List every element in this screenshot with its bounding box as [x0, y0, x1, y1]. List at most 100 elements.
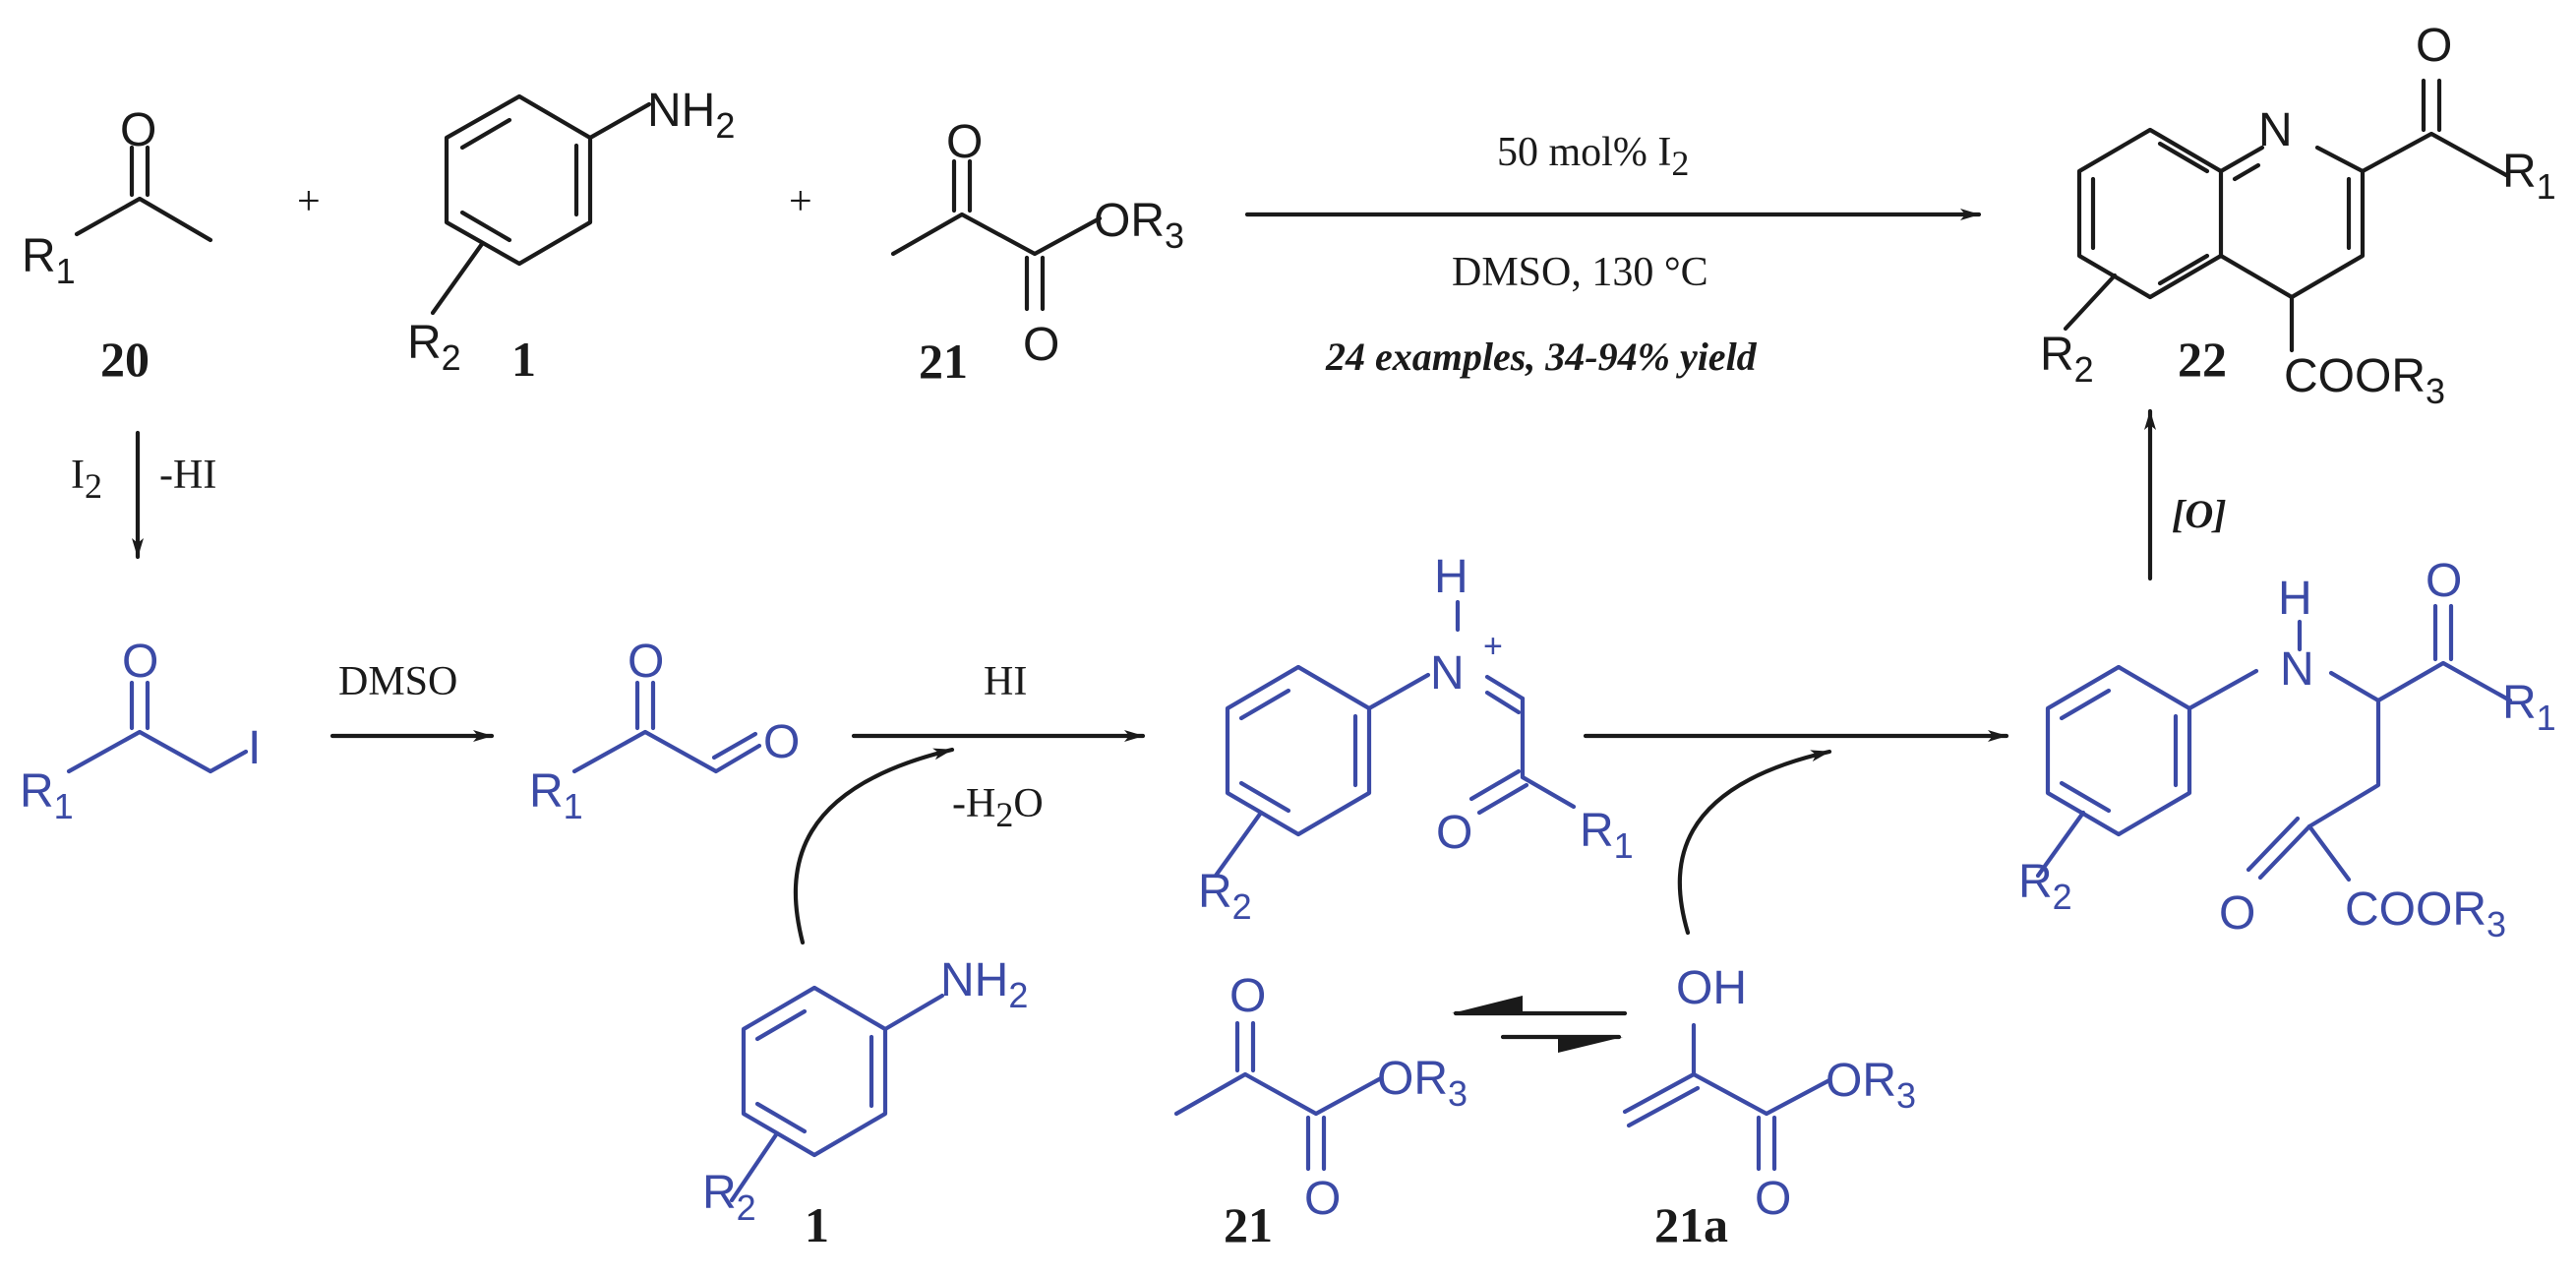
- r2-iminium-subscript: 2: [1232, 886, 1252, 927]
- atom-o-glyoxal-1: O: [628, 636, 664, 688]
- atom-o-glyoxal-2: O: [763, 716, 800, 768]
- r1-subscript: 1: [56, 251, 76, 291]
- coor3-adduct-subscript: 3: [2486, 904, 2506, 944]
- compound-label-21a: 21a: [1654, 1197, 1728, 1252]
- compound-21a-structure: OH O OR3 21a: [1622, 962, 1916, 1252]
- atom-nh2: NH: [647, 85, 715, 137]
- atom-o-keto: O: [946, 116, 983, 168]
- atom-or3-enol: OR: [1826, 1055, 1896, 1107]
- atom-n-iminium: N: [1430, 647, 1465, 700]
- dmso-label: DMSO: [338, 659, 457, 704]
- or3-enol-subscript: 3: [1896, 1075, 1916, 1116]
- atom-oh-enol: OH: [1676, 962, 1747, 1014]
- svg-text:R1: R1: [2502, 677, 2556, 738]
- svg-text:NH2: NH2: [647, 85, 735, 146]
- atom-r1-iminium: R: [1580, 805, 1614, 857]
- compound-21-top-structure: O O OR3 21: [890, 116, 1184, 389]
- svg-text:OR3: OR3: [1377, 1053, 1468, 1114]
- atom-r2-adduct: R: [2018, 856, 2053, 908]
- atom-r1-glyoxal: R: [529, 765, 564, 818]
- svg-text:50 mol% I2: 50 mol% I2: [1497, 130, 1689, 183]
- compound-1-top-structure: NH2 R2 1: [407, 85, 735, 387]
- nh2-bottom-subscript: 2: [1008, 975, 1028, 1015]
- r2-adduct-subscript: 2: [2053, 877, 2072, 917]
- compound-1-bottom-structure: NH2 R2 1: [702, 954, 1028, 1252]
- r1-iodoketone-subscript: 1: [54, 786, 74, 826]
- r1-adduct-subscript: 1: [2537, 698, 2556, 738]
- aniline-attack-curved-arrow: [793, 747, 955, 945]
- tautomer-equilibrium-arrows: [1452, 996, 1628, 1053]
- atom-r1-iodoketone: R: [20, 765, 54, 818]
- svg-text:R2: R2: [407, 317, 461, 378]
- svg-text:R1: R1: [20, 765, 74, 826]
- plus-sign-1: +: [297, 179, 321, 224]
- or3-bottom-subscript: 3: [1448, 1073, 1468, 1114]
- svg-text:R2: R2: [1198, 866, 1252, 927]
- atom-h-amine: H: [2278, 573, 2312, 625]
- catalyst-subscript: 2: [1671, 144, 1689, 183]
- water-subscript: 2: [995, 795, 1013, 834]
- oxidation-label: [O]: [2172, 492, 2227, 536]
- compound-label-21-top: 21: [919, 334, 968, 389]
- compound-label-21-bottom: 21: [1224, 1197, 1273, 1252]
- compound-label-1-top: 1: [511, 332, 536, 387]
- svg-text:NH2: NH2: [940, 954, 1028, 1015]
- atom-o-ester-enol: O: [1755, 1173, 1791, 1225]
- r1-iminium-subscript: 1: [1614, 825, 1634, 866]
- coor3-subscript: 3: [2426, 371, 2445, 411]
- nh2-subscript: 2: [715, 105, 735, 146]
- mannich-adduct-intermediate: H N O R1 O COOR3 R2: [2018, 555, 2556, 944]
- atom-r2-product: R: [2040, 329, 2074, 381]
- svg-text:R1: R1: [529, 765, 583, 826]
- atom-o-adduct-ketone: O: [2426, 555, 2462, 607]
- iminium-positive-charge: +: [1483, 628, 1503, 665]
- iminium-intermediate: H N + O R1 R2: [1198, 551, 1634, 927]
- atom-coor3: COOR: [2284, 350, 2426, 402]
- atom-o-keto-bottom: O: [1229, 970, 1266, 1022]
- compound-22-structure: N O R1 COOR3 R2 22: [2040, 20, 2556, 411]
- iodoketone-intermediate: O I R1: [20, 636, 261, 826]
- water-suffix: O: [1013, 781, 1043, 826]
- iodination-reagent: I: [71, 453, 85, 498]
- atom-r2-iminium: R: [1198, 866, 1232, 918]
- svg-text:R2: R2: [702, 1167, 756, 1228]
- atom-o: O: [120, 104, 156, 156]
- r2-product-subscript: 2: [2074, 349, 2094, 390]
- svg-text:OR3: OR3: [1826, 1055, 1916, 1116]
- iodination-reagent-subscript: 2: [85, 466, 102, 506]
- compound-20-structure: O R1 20: [22, 104, 213, 387]
- svg-text:OR3: OR3: [1094, 195, 1184, 256]
- r2-bottom-subscript: 2: [737, 1187, 756, 1228]
- or3-subscript: 3: [1165, 215, 1184, 256]
- r1-glyoxal-subscript: 1: [564, 786, 583, 826]
- atom-nh2-bottom: NH: [940, 954, 1008, 1006]
- enol-attack-curved-arrow: [1677, 749, 1832, 936]
- compound-21-bottom-structure: O O OR3 21: [1173, 970, 1468, 1252]
- atom-r2: R: [407, 317, 442, 369]
- atom-o-adduct-keto: O: [2219, 887, 2255, 940]
- atom-or3: OR: [1094, 195, 1165, 247]
- svg-text:R1: R1: [1580, 805, 1634, 866]
- plus-sign-2: +: [789, 179, 812, 224]
- compound-label-20: 20: [100, 332, 150, 387]
- r1-product-subscript: 1: [2537, 166, 2556, 207]
- iodination-byproduct: -HI: [159, 453, 216, 498]
- atom-or3-bottom: OR: [1377, 1053, 1448, 1105]
- atom-o-ketone: O: [2416, 20, 2452, 72]
- solvent-temperature-label: DMSO, 130 °C: [1452, 250, 1708, 295]
- atom-r1-adduct: R: [2502, 677, 2537, 729]
- atom-r1: R: [22, 230, 56, 282]
- compound-label-1-bottom: 1: [805, 1197, 829, 1252]
- svg-text:COOR3: COOR3: [2345, 883, 2506, 944]
- r2-subscript: 2: [442, 337, 461, 378]
- svg-text:R1: R1: [22, 230, 76, 291]
- atom-coor3-adduct: COOR: [2345, 883, 2486, 936]
- atom-h-iminium: H: [1434, 551, 1468, 603]
- atom-r2-bottom: R: [702, 1167, 737, 1219]
- svg-text:R1: R1: [2502, 146, 2556, 207]
- water-prefix: -H: [952, 781, 995, 826]
- compound-label-22: 22: [2178, 332, 2227, 387]
- atom-n-amine: N: [2280, 643, 2314, 696]
- svg-text:R2: R2: [2040, 329, 2094, 390]
- svg-text:R2: R2: [2018, 856, 2072, 917]
